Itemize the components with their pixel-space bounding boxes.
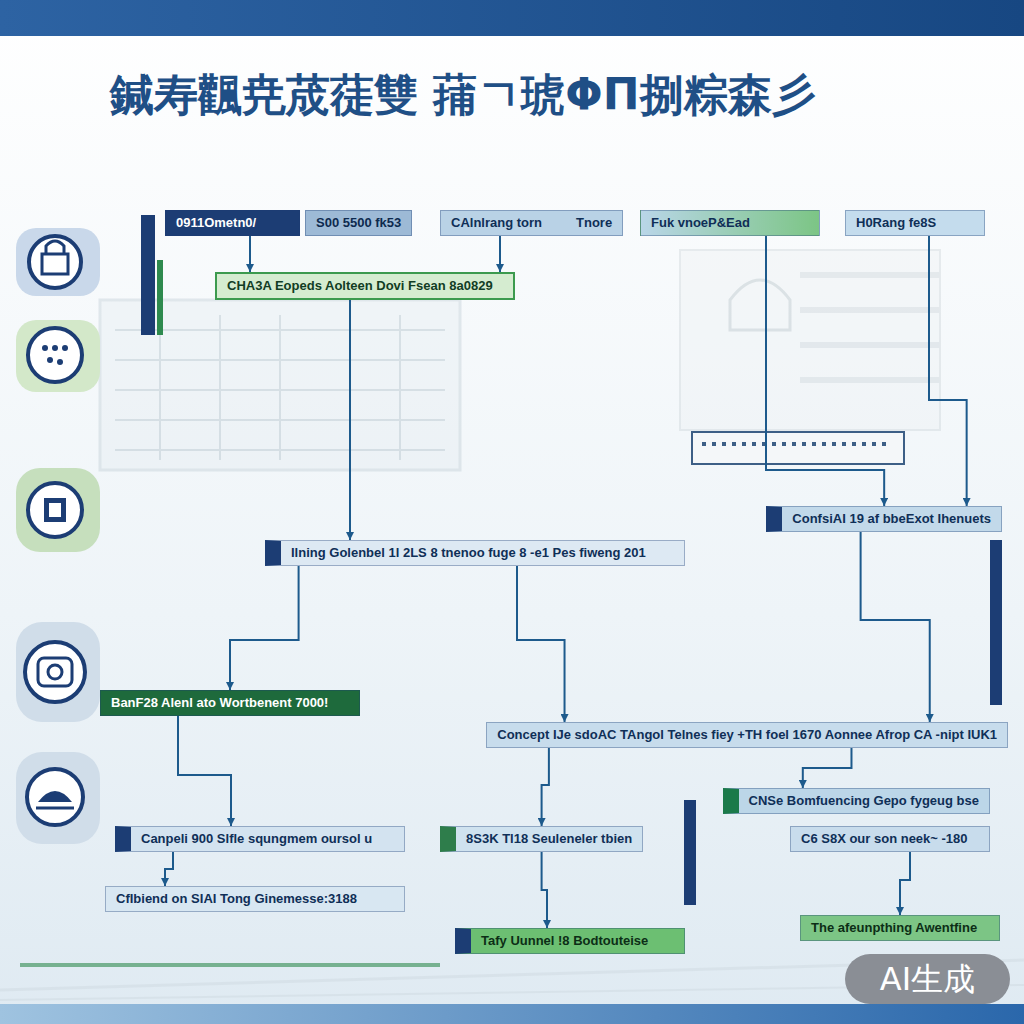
connector-arrow [178, 716, 231, 826]
text-box: ConfsiAI 19 af bbeExot Ihenuets [766, 506, 1002, 532]
text-box: CNSe Bomfuencing Gepo fygeug bse [723, 788, 990, 814]
text-box: S00 5500 fk53 [305, 210, 412, 236]
box-text: Tnore [576, 215, 612, 231]
connector-arrow [230, 566, 299, 690]
footer-bar [0, 1004, 1024, 1024]
box-text: 0911Ometn0/ [176, 215, 256, 231]
box-text: S00 5500 fk53 [316, 215, 401, 231]
connector-arrow [861, 532, 930, 722]
connector-arrow [165, 852, 173, 886]
header-bar [0, 0, 1024, 36]
box-text: Concept IJe sdoAC TAngol Telnes fiey +TH… [497, 727, 997, 743]
box-text: CfIbiend on SIAI Tong Ginemesse:3188 [116, 891, 357, 907]
connector-arrow [542, 852, 547, 928]
text-box: Concept IJe sdoAC TAngol Telnes fiey +TH… [486, 722, 1008, 748]
pipe [20, 963, 440, 967]
text-box: Ilning Golenbel 1l 2LS 8 tnenoo fuge 8 -… [265, 540, 685, 566]
connector-arrow [349, 300, 351, 540]
text-box: The afeunpthing Awentfine [800, 915, 1000, 941]
connector-arrow [249, 236, 251, 272]
text-box: Canpeli 900 Slfle squngmem oursol u [115, 826, 405, 852]
box-text: CAlnlrang torn [451, 215, 542, 231]
text-box: Tafy Uunnel !8 Bodtouteise [455, 928, 685, 954]
box-text: CNSe Bomfuencing Gepo fygeug bse [749, 793, 979, 809]
box-text: Canpeli 900 Slfle squngmem oursol u [141, 831, 372, 847]
box-text: CHA3A Eopeds Aolteen Dovi Fsean 8a0829 [227, 278, 493, 294]
text-box: CHA3A Eopeds Aolteen Dovi Fsean 8a0829 [215, 272, 515, 300]
box-text: ConfsiAI 19 af bbeExot Ihenuets [792, 511, 991, 527]
box-text: BanF28 Alenl ato Wortbenent 7000! [111, 695, 328, 711]
text-box: C6 S8X our son neek~ -180 [790, 826, 990, 852]
connector-arrow [929, 236, 967, 506]
text-box: BanF28 Alenl ato Wortbenent 7000! [100, 690, 360, 716]
box-text: Fuk vnoeP&Ead [651, 215, 750, 231]
box-text: C6 S8X our son neek~ -180 [801, 831, 968, 847]
box-text: Tafy Uunnel !8 Bodtouteise [481, 933, 648, 949]
connector-arrow [900, 852, 910, 915]
pipe [684, 800, 696, 905]
text-box: CfIbiend on SIAI Tong Ginemesse:3188 [105, 886, 405, 912]
text-box: CAlnlrang torn Tnore [440, 210, 623, 236]
box-text: H0Rang fe8S [856, 215, 936, 231]
box-text: Ilning Golenbel 1l 2LS 8 tnenoo fuge 8 -… [291, 545, 646, 561]
title: 鍼寿飌尭荿蓗雙 蒱ㄱ琥ΦΠ捌粽森彡 [110, 68, 816, 122]
text-box: 0911Ometn0/ [165, 210, 300, 236]
text-box: 8S3K Tl18 Seuleneler tbien [440, 826, 643, 852]
connector-arrow [542, 748, 549, 826]
box-text: 8S3K Tl18 Seuleneler tbien [466, 831, 632, 847]
text-box: Fuk vnoeP&Ead [640, 210, 820, 236]
connector-arrow [803, 748, 852, 788]
pipe [141, 215, 155, 335]
watermark: AI生成 [845, 954, 1010, 1004]
connector-arrow [766, 236, 884, 506]
box-text: The afeunpthing Awentfine [811, 920, 977, 936]
connector-arrow [499, 236, 501, 272]
icon-column [16, 228, 100, 844]
rack-device [692, 432, 904, 464]
pipe [990, 540, 1002, 705]
text-box: H0Rang fe8S [845, 210, 985, 236]
building-illustration [0, 250, 1024, 1000]
connector-arrow [517, 566, 565, 722]
pipe [157, 260, 163, 335]
